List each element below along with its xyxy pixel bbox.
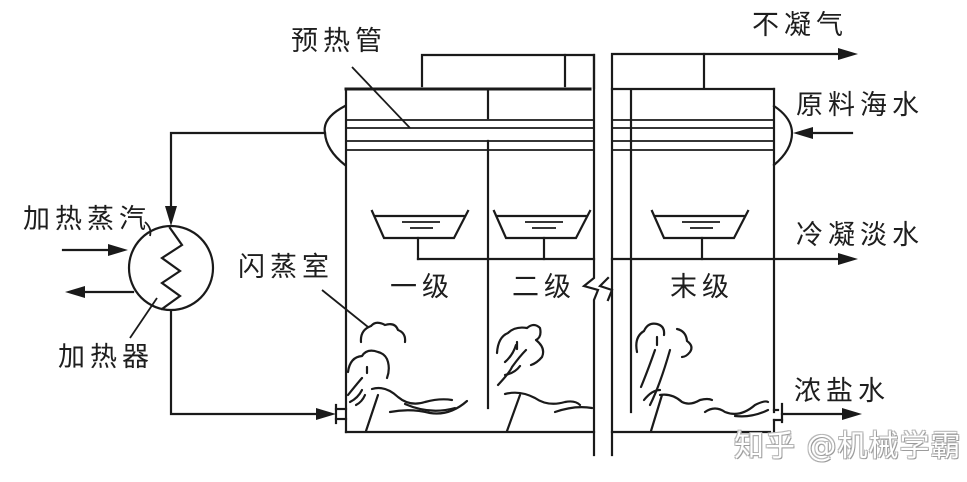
preheat-tubes-left (346, 119, 594, 151)
non-condensable-gas-arrow (838, 48, 858, 60)
raw-seawater-inlet (793, 127, 854, 139)
label-preheat-tube: 预热管 (291, 26, 387, 57)
condensate-tray-1 (370, 209, 470, 261)
left-water-box (323, 104, 347, 167)
preheat-tube-leader (351, 66, 411, 129)
vessel-break-symbol (597, 276, 614, 302)
brine-outlet (772, 402, 862, 434)
freshwater-outlet-arrow (838, 253, 858, 265)
flash-chamber-leader (321, 289, 369, 328)
heater (61, 131, 348, 425)
condensate-tray-2 (492, 209, 592, 261)
label-flash-chamber: 闪蒸室 (238, 252, 334, 283)
label-stage-1: 一级 (390, 272, 454, 303)
flash-vapor-stage-3 (635, 322, 770, 433)
label-raw-seawater: 原料海水 (796, 90, 924, 121)
label-condensed-freshwater: 冷凝淡水 (796, 220, 924, 251)
heating-steam-in-arrow (108, 244, 128, 256)
flash-vapor-stage-2 (495, 323, 594, 433)
heater-to-stage1-arrow (316, 408, 336, 420)
freshwater-collection-pipe (416, 253, 858, 265)
right-water-box (772, 104, 794, 167)
preheat-tubes-right (612, 119, 774, 151)
flash-vapor-stage-1 (346, 321, 469, 433)
right-vessel (610, 87, 776, 434)
label-stage-2: 二级 (512, 272, 576, 303)
condensate-tray-3 (650, 209, 750, 261)
label-heating-steam: 加热蒸汽 (23, 204, 151, 235)
label-concentrated-brine: 浓盐水 (794, 376, 890, 407)
label-heater: 加热器 (58, 342, 154, 373)
brine-outlet-arrow (842, 408, 862, 420)
heater-condensate-out-arrow (65, 286, 85, 298)
raw-seawater-arrow (793, 127, 813, 139)
heater-leader (129, 297, 158, 339)
preheat-to-heater-arrow (165, 206, 177, 226)
watermark: 知乎 @机械学霸 (734, 429, 962, 464)
left-vessel (344, 53, 600, 457)
label-stage-last: 末级 (670, 272, 734, 303)
label-non-condensable-gas: 不凝气 (752, 10, 848, 41)
heater-coil (160, 226, 184, 311)
